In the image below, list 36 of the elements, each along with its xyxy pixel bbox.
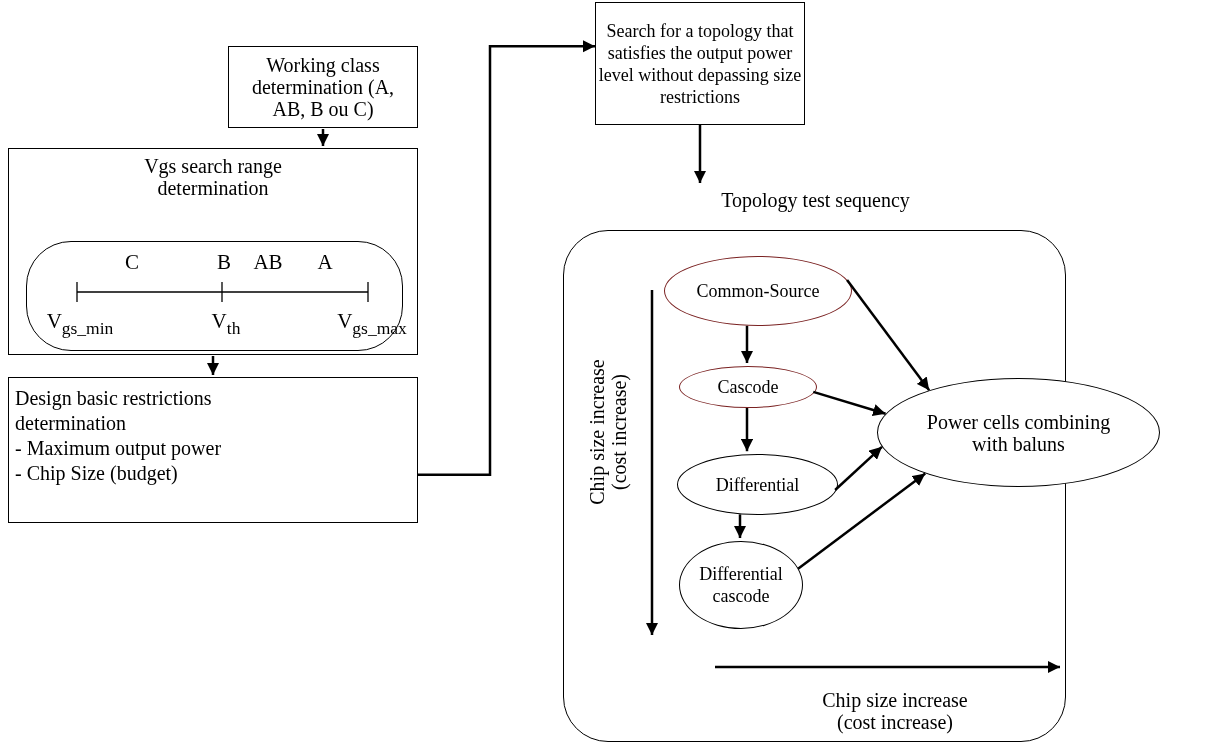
arrow bbox=[846, 279, 931, 391]
voltage-label: V$_{gs_min}$ bbox=[46, 309, 114, 339]
class-label: B bbox=[217, 249, 231, 275]
arrow bbox=[316, 129, 330, 146]
class-label: C bbox=[125, 249, 139, 275]
axis-label: Chip size increase (cost increase) bbox=[586, 358, 630, 507]
voltage-label: V$_{th}$ bbox=[211, 309, 241, 339]
arrow bbox=[740, 408, 754, 452]
node-label: Cascode bbox=[716, 376, 780, 398]
node-label: Power cells combining with baluns bbox=[925, 410, 1112, 455]
arrow bbox=[693, 125, 707, 183]
node-label: Differential cascode bbox=[698, 563, 784, 607]
class-label: AB bbox=[253, 249, 283, 275]
arrow bbox=[797, 472, 926, 570]
process-box bbox=[8, 377, 418, 523]
arrow bbox=[812, 390, 886, 417]
process-box bbox=[595, 2, 805, 125]
list-item: - Chip Size (budget) bbox=[15, 461, 179, 486]
arrow bbox=[834, 445, 883, 491]
axis-label: Chip size increase (cost increase) bbox=[821, 689, 969, 733]
node-label: Common-Source bbox=[695, 280, 821, 302]
arrow bbox=[733, 514, 747, 538]
region-heading: Topology test sequency bbox=[720, 189, 911, 211]
node-label: Working class determination (A, AB, B ou C) bbox=[250, 54, 396, 120]
arrow bbox=[418, 40, 595, 477]
box-heading: Design basic restrictions determination bbox=[15, 386, 213, 436]
voltage-label: V$_{gs_max}$ bbox=[337, 309, 407, 339]
box-heading: Vgs search range determination bbox=[143, 155, 283, 199]
class-label: A bbox=[317, 249, 333, 275]
node-label: Differential bbox=[714, 473, 801, 496]
list-item: - Maximum output power bbox=[15, 436, 223, 461]
process-box bbox=[8, 148, 418, 355]
arrow bbox=[740, 325, 754, 363]
node-label: Search for a topology that satisfies the output power level without depassing size restrictions bbox=[597, 19, 803, 108]
arrow bbox=[206, 356, 220, 375]
process-box bbox=[228, 46, 418, 128]
